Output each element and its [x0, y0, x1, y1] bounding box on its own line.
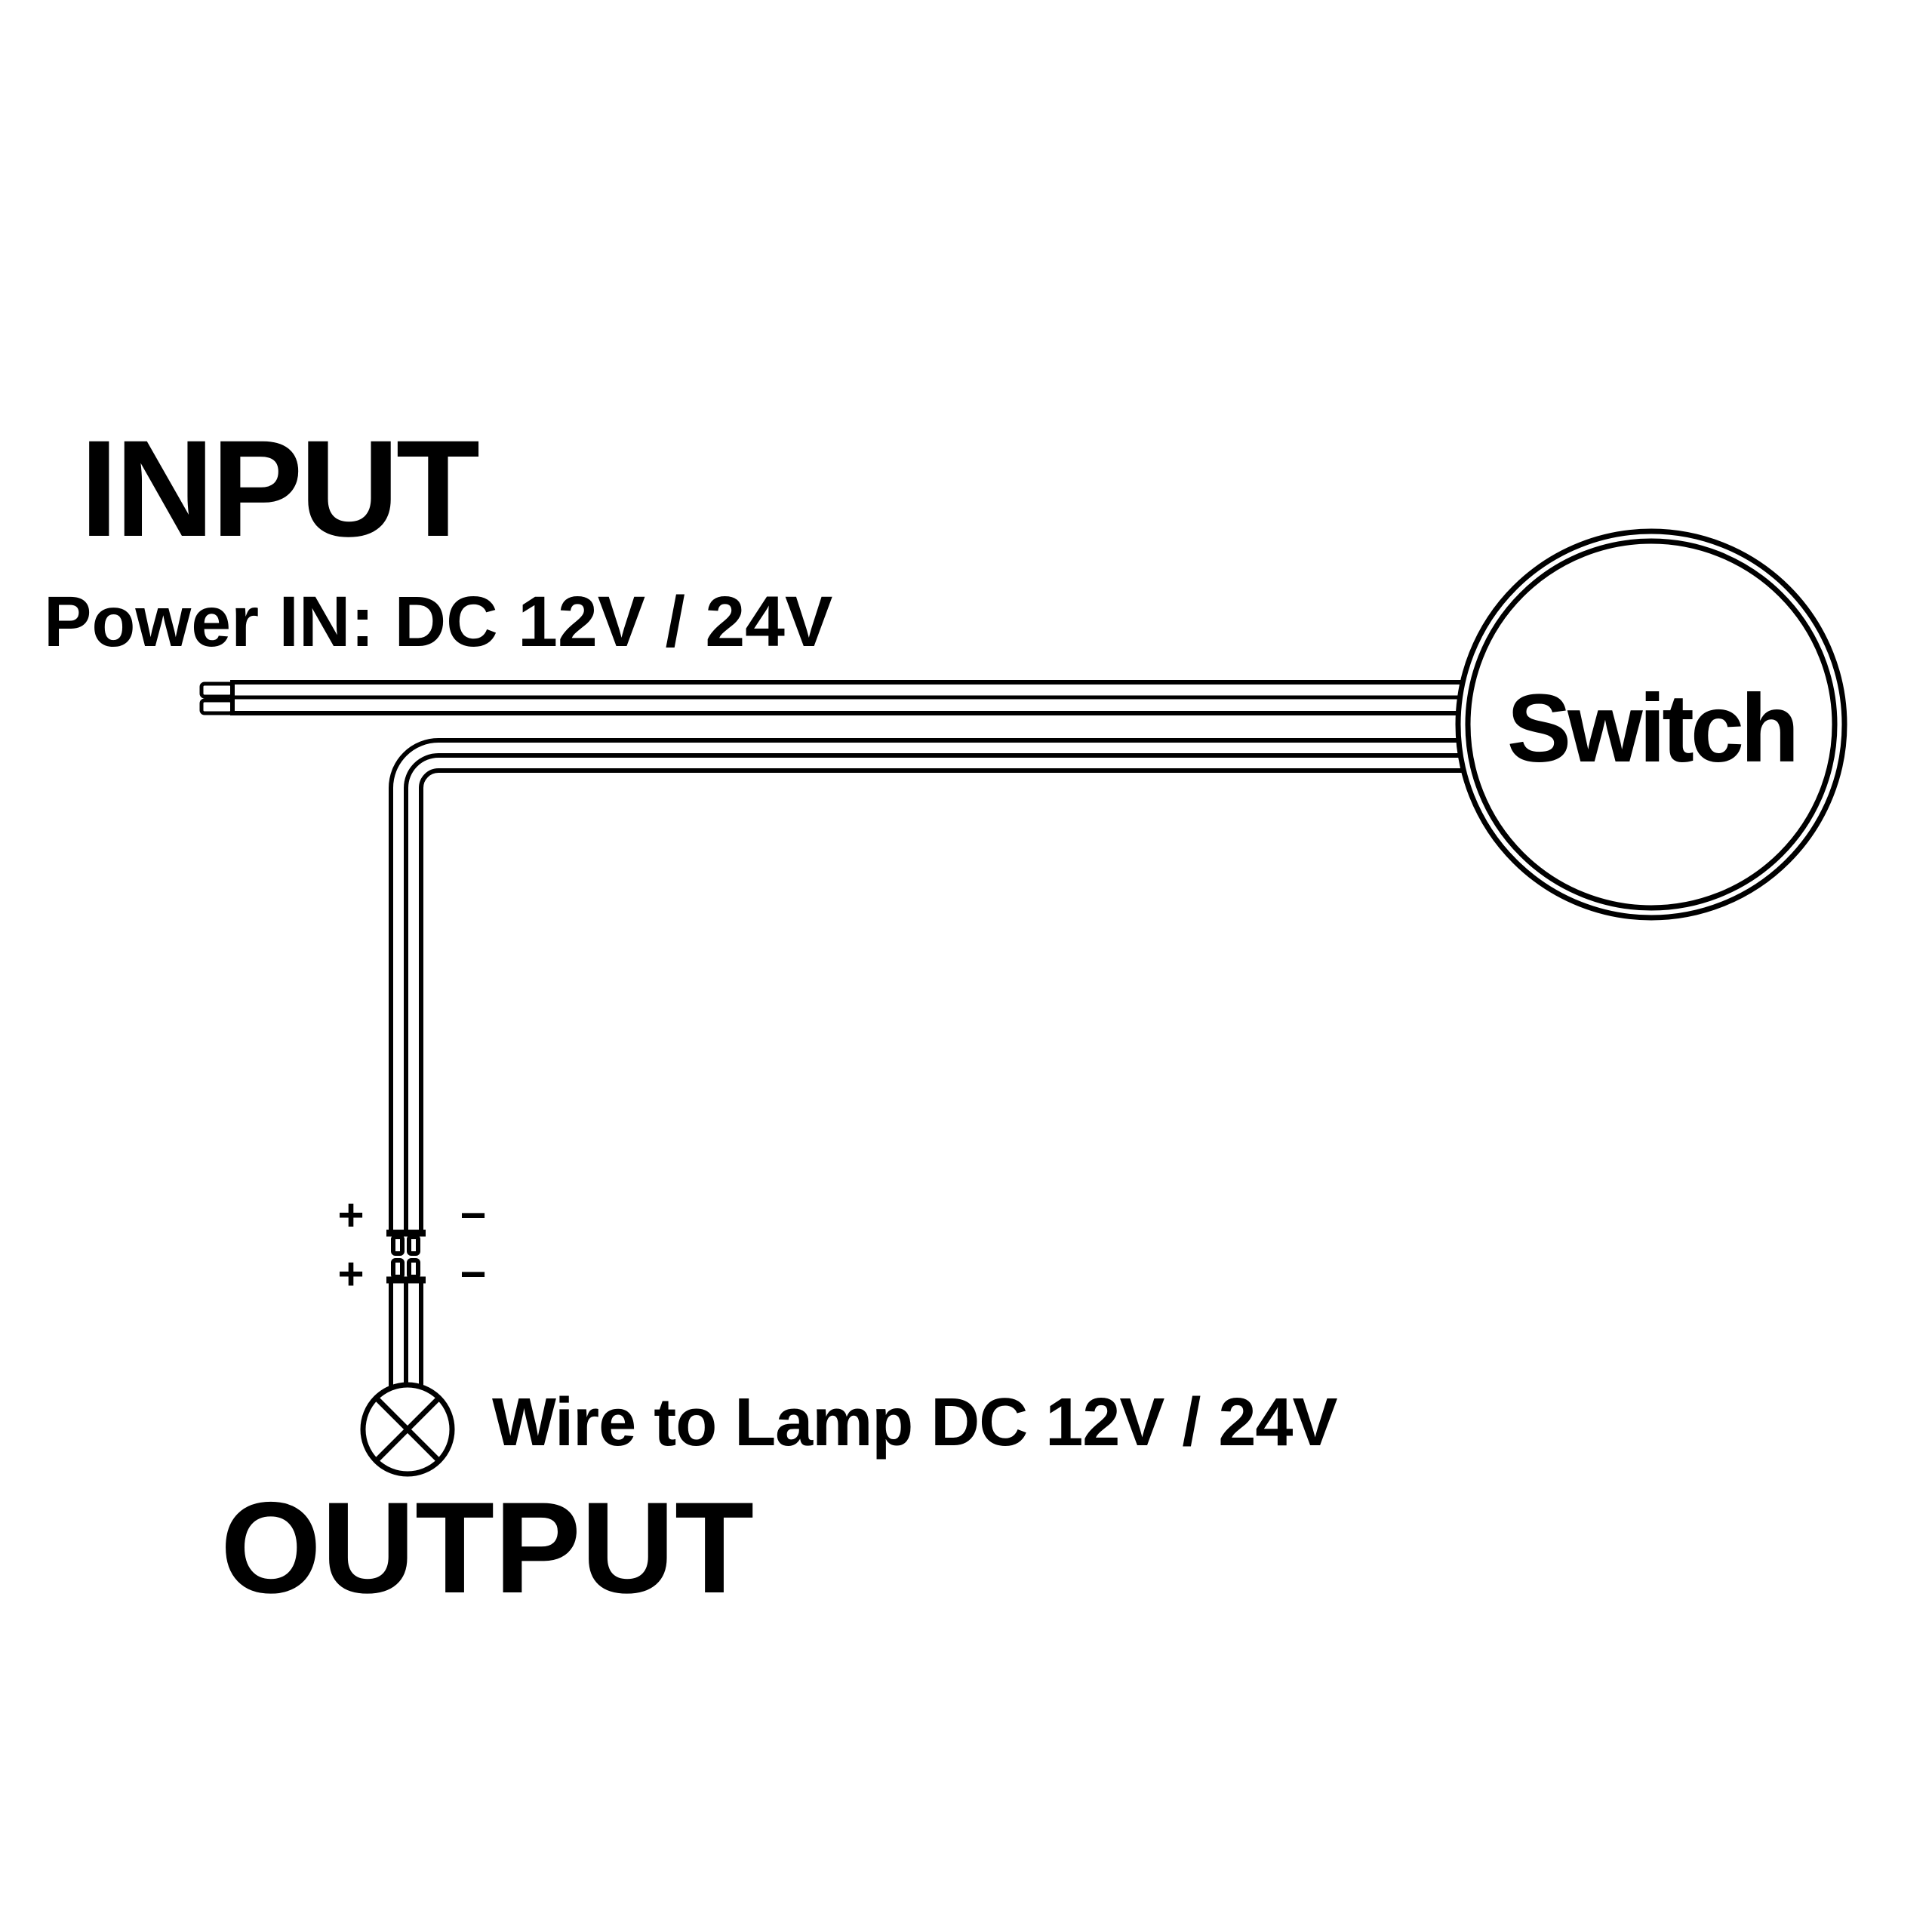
lamp-cross-diagonal-2	[374, 1395, 441, 1463]
output-title: OUTPUT	[220, 1475, 754, 1620]
switch-inner-circle	[1465, 538, 1838, 911]
output-cable-inner-line	[419, 768, 1494, 1233]
lamp-icon	[360, 1382, 455, 1477]
switch-outer-circle	[1455, 528, 1847, 921]
junction-upper-tip-positive	[391, 1235, 405, 1256]
plus-icon-lower: +	[337, 1249, 364, 1300]
input-wire-tip-positive	[199, 681, 235, 699]
output-cable-middle-line	[404, 753, 1494, 1233]
power-in-label: Power IN: DC 12V / 24V	[44, 582, 832, 662]
lamp-cable	[386, 1276, 426, 1392]
plus-icon-upper: +	[337, 1190, 364, 1241]
switch-node: Switch	[1455, 528, 1847, 921]
input-title: INPUT	[80, 411, 479, 565]
minus-icon-upper: −	[460, 1190, 486, 1241]
output-cable-outer-line	[389, 738, 1494, 1233]
input-wire-tip-negative	[199, 698, 235, 715]
input-cable	[199, 680, 1497, 715]
minus-icon-lower: −	[460, 1249, 486, 1300]
junction-lower-tip-positive	[391, 1258, 405, 1279]
wire-to-lamp-label: Wire to Lamp DC 12V / 24V	[492, 1385, 1337, 1460]
junction-upper-tip-negative	[407, 1235, 420, 1256]
output-cable	[386, 738, 1494, 1237]
junction-lower-tip-negative	[407, 1258, 420, 1279]
polarity-marks: + − + −	[337, 1190, 486, 1300]
junction-connector	[391, 1235, 420, 1279]
switch-label: Switch	[1507, 675, 1796, 783]
